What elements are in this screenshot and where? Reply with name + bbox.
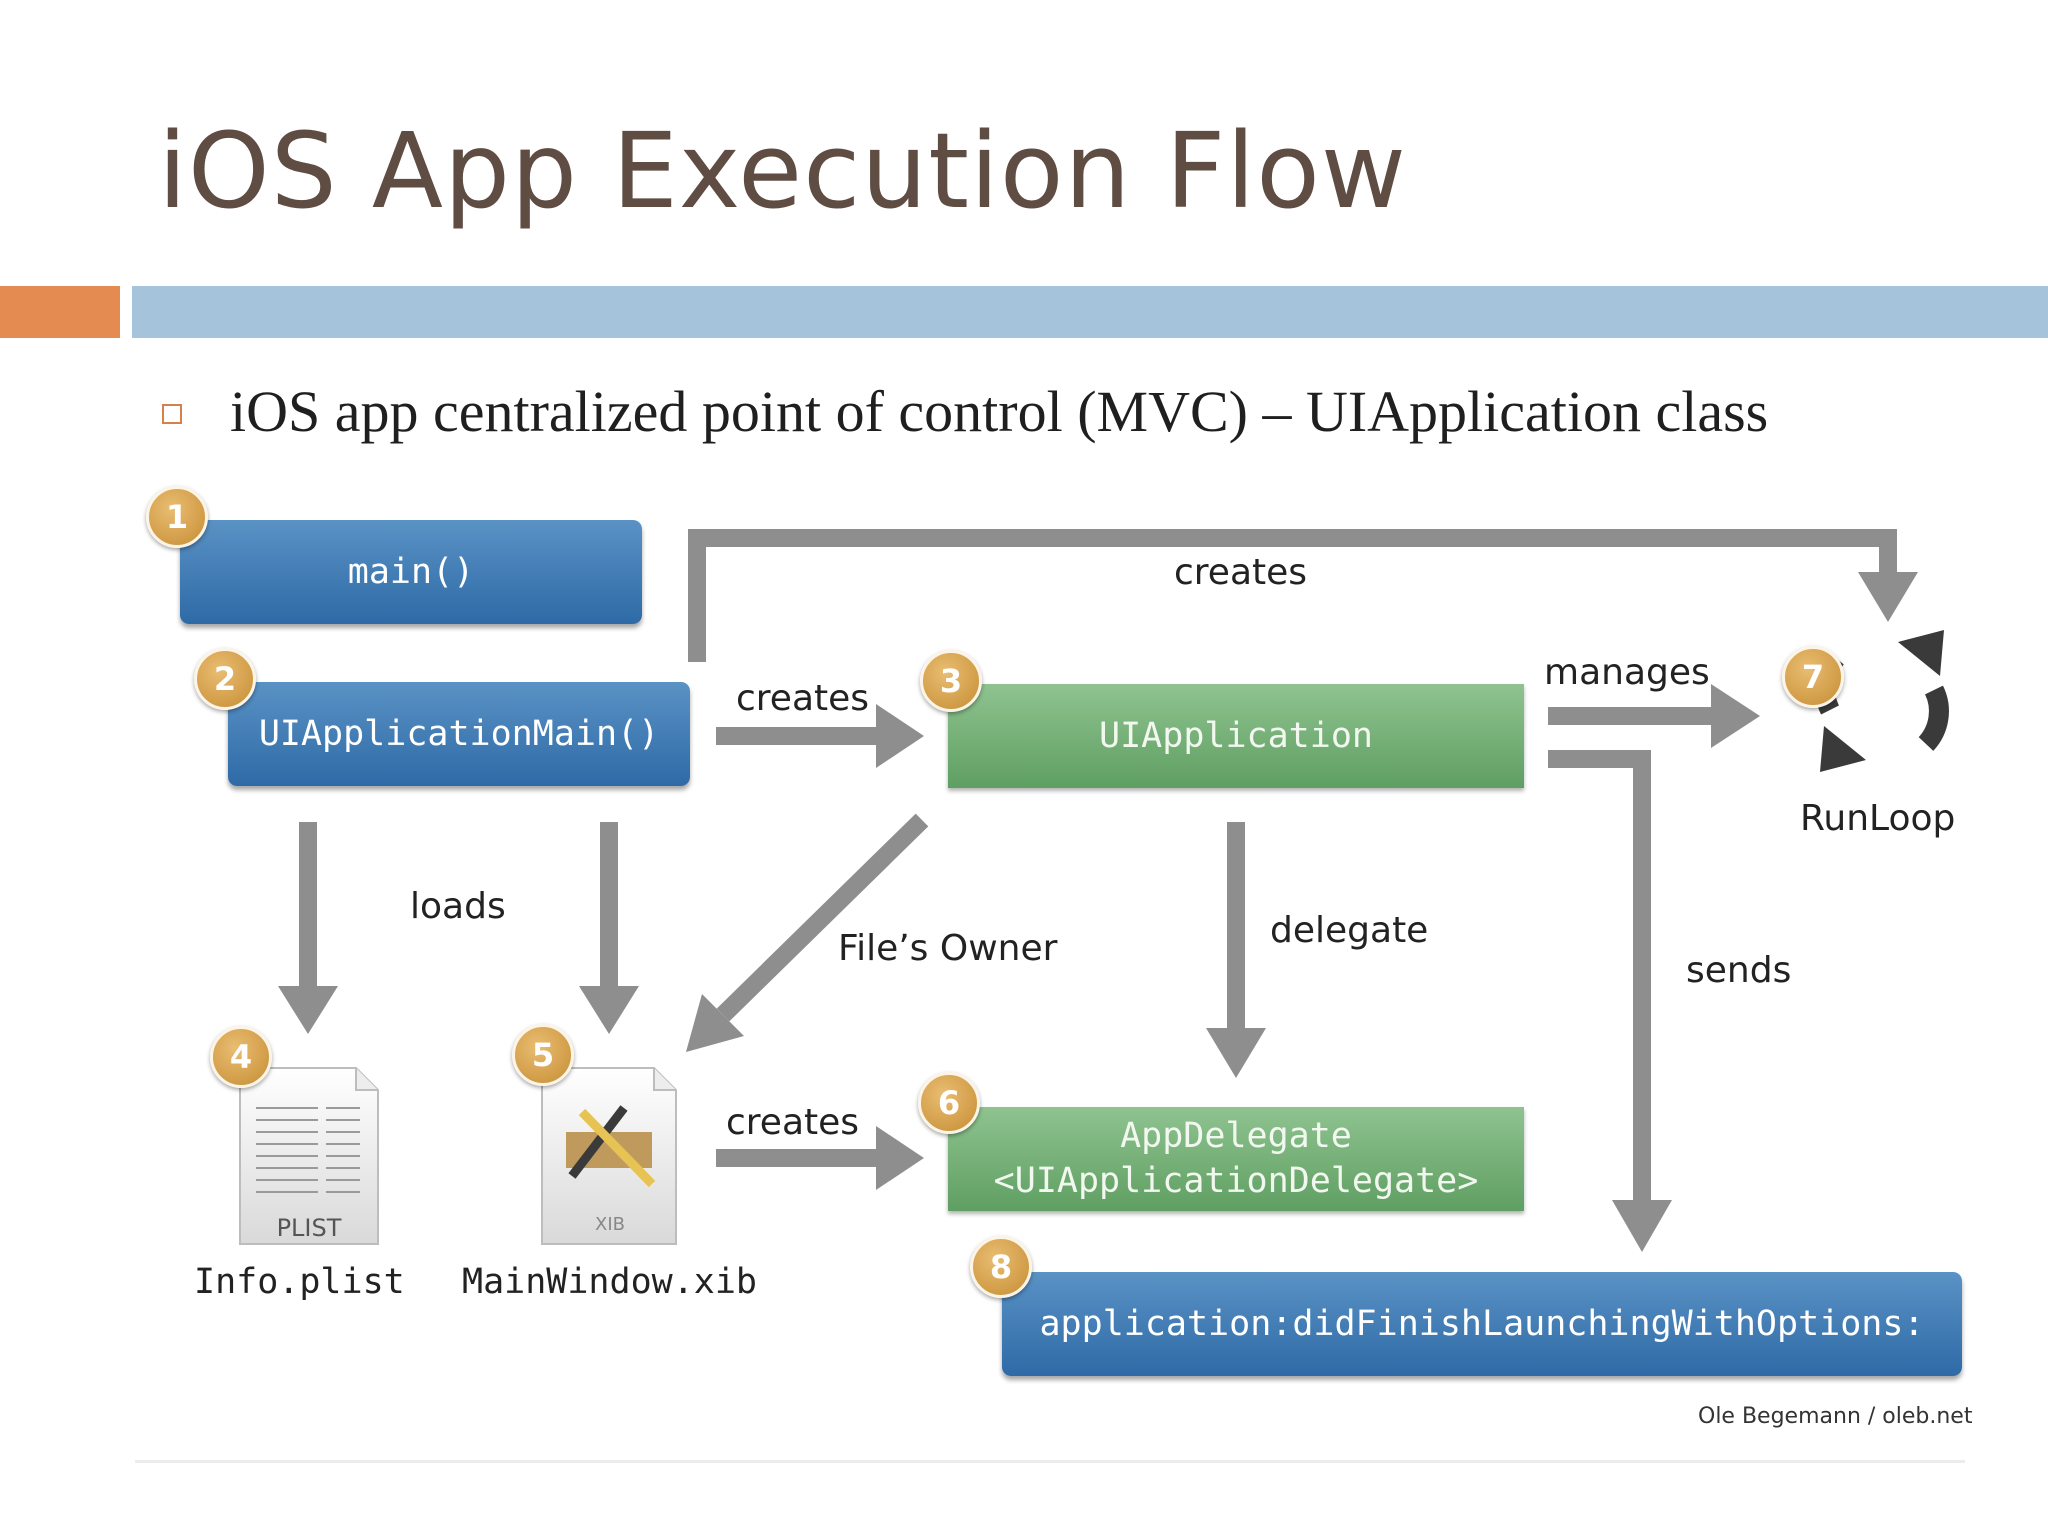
step-badge-3: 3: [920, 650, 982, 712]
arrowhead-did-finish: [1612, 1200, 1672, 1252]
arrowhead-app-delegate: [1206, 1028, 1266, 1078]
arrowhead-uiapplication: [876, 704, 924, 768]
bottom-divider: [135, 1460, 1965, 1463]
node-did-finish-launching: application:didFinishLaunchingWithOption…: [1002, 1272, 1962, 1376]
edge-files-owner: [716, 813, 929, 1022]
step-badge-1: 1: [146, 486, 208, 548]
node-main: main(): [180, 520, 642, 624]
label-runloop: RunLoop: [1800, 798, 1956, 839]
label-loads: loads: [410, 886, 506, 927]
arrowhead-creates-delegate: [876, 1126, 924, 1190]
accent-bar-blue: [132, 286, 2048, 338]
step-badge-8: 8: [970, 1236, 1032, 1298]
arrowhead-xib: [579, 986, 639, 1034]
label-delegate: delegate: [1270, 910, 1429, 951]
label-info-plist: Info.plist: [194, 1262, 405, 1302]
arrowhead-files-owner: [686, 994, 744, 1052]
arrowhead-runloop: [1858, 572, 1918, 622]
bullet-square-icon: [162, 404, 182, 424]
label-main-window-xib: MainWindow.xib: [462, 1262, 758, 1302]
plist-caption: PLIST: [277, 1214, 342, 1242]
label-manages: manages: [1544, 652, 1710, 693]
arrowhead-plist: [278, 986, 338, 1034]
node-app-delegate: AppDelegate <UIApplicationDelegate>: [948, 1107, 1524, 1211]
app-delegate-protocol: <UIApplicationDelegate>: [993, 1161, 1479, 1201]
step-badge-7: 7: [1782, 646, 1844, 708]
node-ui-application-main: UIApplicationMain(): [228, 682, 690, 786]
label-sends: sends: [1686, 950, 1792, 991]
xib-caption: XIB: [595, 1214, 625, 1235]
label-creates-delegate: creates: [726, 1102, 860, 1143]
step-badge-2: 2: [194, 648, 256, 710]
credit-text: Ole Begemann / oleb.net: [1698, 1404, 1973, 1429]
runloop-arrowhead-bottom: [1820, 726, 1866, 772]
edge-creates-runloop: [688, 529, 1897, 662]
xib-file-icon: XIB: [541, 1067, 677, 1245]
edge-sends: [1548, 750, 1651, 1205]
node-ui-application: UIApplication: [948, 684, 1524, 788]
label-files-owner: File’s Owner: [838, 928, 1058, 969]
step-badge-4: 4: [210, 1026, 272, 1088]
slide-title: iOS App Execution Flow: [158, 110, 1407, 232]
step-badge-5: 5: [512, 1024, 574, 1086]
step-badge-6: 6: [918, 1072, 980, 1134]
label-creates-uiapplication: creates: [736, 678, 870, 719]
bullet-text: iOS app centralized point of control (MV…: [230, 379, 1769, 444]
plist-file-icon: PLIST: [239, 1067, 379, 1245]
runloop-arrowhead-top: [1898, 630, 1944, 676]
label-creates-runloop: creates: [1174, 552, 1308, 593]
accent-bar-orange: [0, 286, 120, 338]
app-delegate-class: AppDelegate: [1120, 1116, 1352, 1156]
arrowhead-runloop-manages: [1711, 684, 1760, 748]
